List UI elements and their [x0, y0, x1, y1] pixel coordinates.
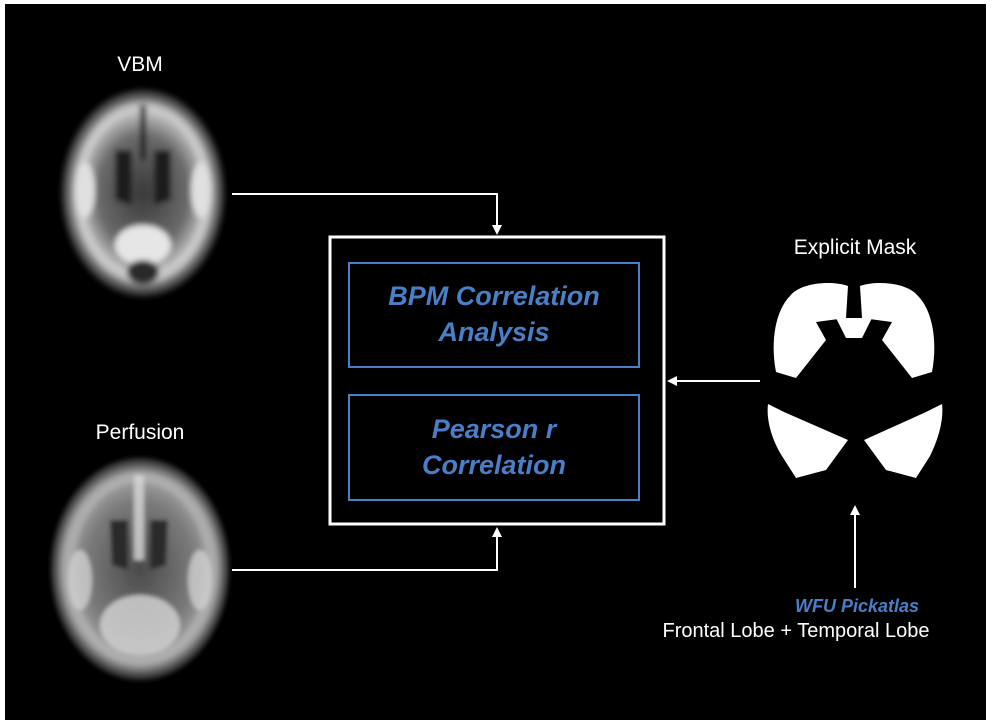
analysis-container — [328, 235, 666, 526]
vbm-label: VBM — [117, 53, 163, 76]
pearson-correlation-text: Pearson r Correlation — [349, 411, 639, 491]
bpm-line-1: BPM Correlation — [388, 281, 600, 311]
perfusion-brain-image — [50, 457, 230, 681]
bpm-correlation-box — [348, 262, 640, 368]
vbm-arrow — [232, 193, 502, 235]
explicit-mask-image — [767, 283, 943, 478]
lobe-regions-label: Frontal Lobe + Temporal Lobe — [662, 620, 930, 642]
perfusion-arrow — [232, 527, 502, 571]
bpm-correlation-text: BPM Correlation Analysis — [349, 278, 639, 358]
pearson-line-1: Pearson r — [431, 414, 557, 444]
explicit-mask-title: Explicit Mask — [793, 236, 917, 259]
perfusion-label: Perfusion — [95, 421, 185, 444]
pickatlas-label: WFU Pickatlas — [794, 596, 920, 616]
pearson-line-2: Correlation — [421, 450, 567, 480]
bpm-line-2: Analysis — [438, 317, 550, 347]
vbm-brain-image — [61, 89, 225, 297]
pearson-correlation-box — [348, 394, 640, 501]
